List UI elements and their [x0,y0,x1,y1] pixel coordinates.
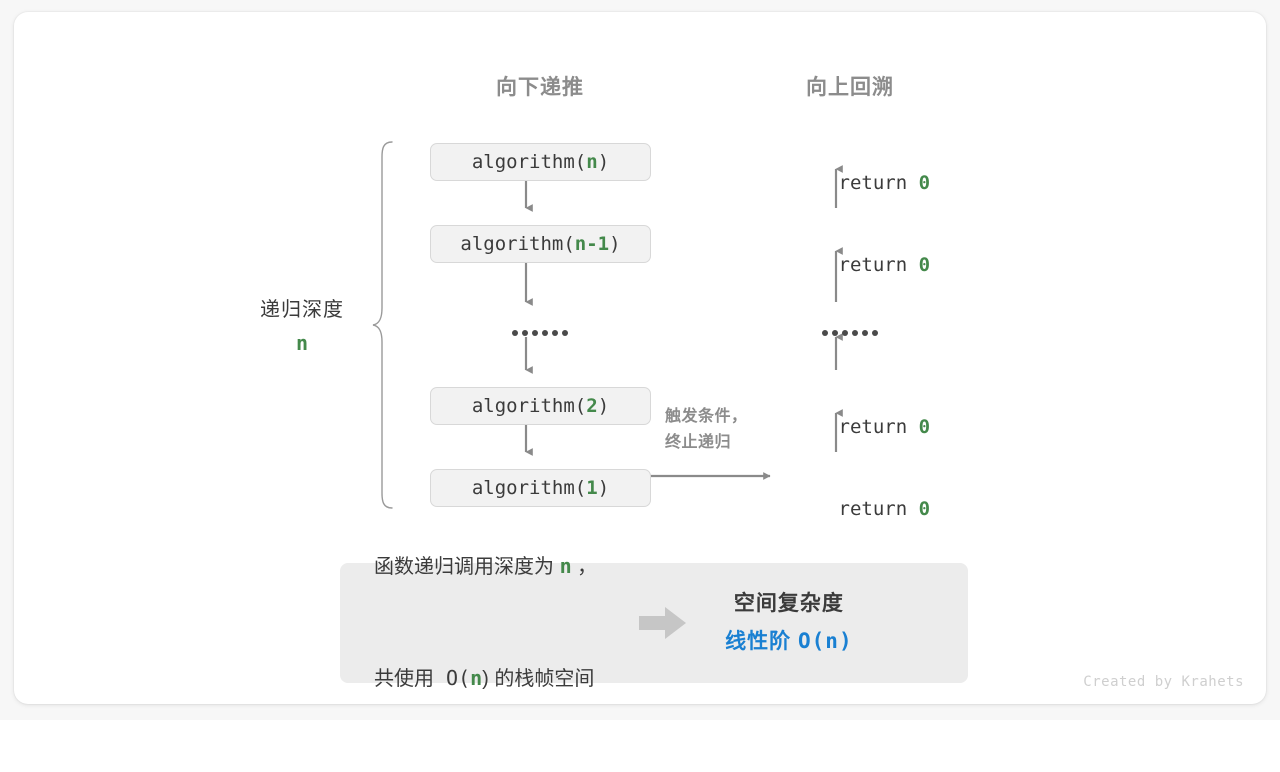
return-keyword: return [838,498,919,520]
call-box-arg: 2 [586,395,598,417]
summary-line2-suffix: ) 的栈帧空间 [482,668,595,690]
call-box-close: ) [597,477,610,499]
termination-note: 触发条件， 终止递归 [665,404,748,457]
return-statement: return 0 [770,476,931,542]
summary-line1-prefix: 函数递归调用深度为 [374,556,560,578]
return-value: 0 [918,172,931,194]
return-statement: return 0 [770,232,931,298]
diagram-canvas: 向下递推 向上回溯 递归深度 n [14,12,1266,704]
recursion-depth-value: n [295,331,309,355]
return-statement: return 0 [770,394,931,460]
call-box-arg: n-1 [574,233,610,255]
credit-text: Created by Krahets [1083,674,1244,690]
return-keyword: return [838,172,919,194]
call-box[interactable]: algorithm(2) [430,387,651,425]
ellipsis-icon [822,330,878,336]
recursion-depth-label: 递归深度 n [260,293,344,355]
return-value: 0 [918,254,931,276]
call-box-name: algorithm( [460,233,575,255]
complexity-notation: O(n) [798,629,853,653]
summary-line2-prefix: 共使用 O( [374,666,471,690]
diagram-card: 向下递推 向上回溯 递归深度 n [14,12,1266,704]
space-complexity-title: 空间复杂度 [733,592,844,616]
summary-line-2: 共使用 O(n) 的栈帧空间 [374,660,597,698]
summary-line-1: 函数递归调用深度为 n ， [374,548,597,586]
call-box[interactable]: algorithm(n-1) [430,225,651,263]
right-arrow-icon [639,607,687,639]
call-box[interactable]: algorithm(n) [430,143,651,181]
call-box[interactable]: algorithm(1) [430,469,651,507]
return-value: 0 [918,416,931,438]
column-header-recursion-down: 向下递推 [496,76,584,99]
summary-panel: 函数递归调用深度为 n ， 共使用 O(n) 的栈帧空间 空间复杂度 线性阶 O… [340,554,968,690]
summary-line1-suffix: ， [571,556,598,578]
call-box-name: algorithm( [471,477,587,499]
call-box-close: ) [597,151,610,173]
call-box-close: ) [609,233,621,255]
call-box-arg: n [586,151,598,173]
call-box-name: algorithm( [471,151,587,173]
ellipsis-icon [512,330,568,336]
summary-line2-var: n [470,666,483,690]
call-box-close: ) [597,395,610,417]
call-box-name: algorithm( [471,395,587,417]
summary-line1-var: n [559,554,572,578]
complexity-name: 线性阶 [725,630,799,653]
summary-description: 函数递归调用深度为 n ， 共使用 O(n) 的栈帧空间 [340,474,597,772]
space-complexity-value: 线性阶 O(n) [725,623,852,661]
termination-note-line1: 触发条件， [665,408,748,425]
depth-brace [372,141,393,509]
return-statement: return 0 [770,150,931,216]
call-box-arg: 1 [586,477,598,499]
return-keyword: return [838,416,919,438]
column-header-recursion-up: 向上回溯 [806,76,894,99]
return-keyword: return [838,254,919,276]
summary-conclusion: 空间复杂度 线性阶 O(n) [725,585,852,661]
recursion-depth-text: 递归深度 [260,299,344,321]
termination-note-line2: 终止递归 [665,434,732,452]
return-value: 0 [918,498,931,520]
